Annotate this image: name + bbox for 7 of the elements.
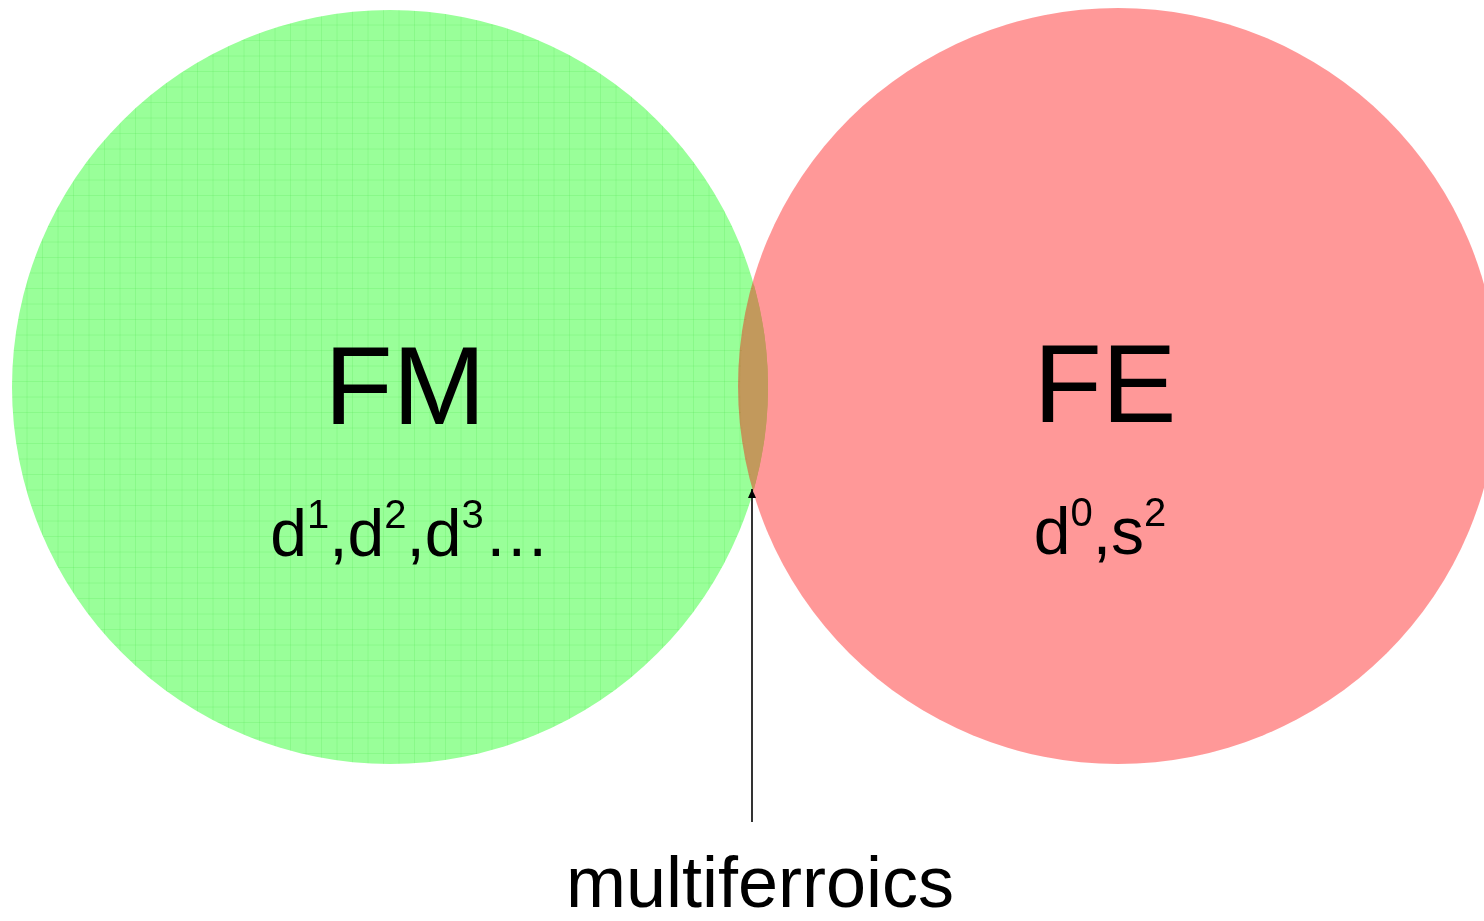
region-label: multiferroics: [565, 846, 955, 918]
electron-configuration: d$^{0}$,s$^{2}$: [1033, 498, 1167, 564]
circle-title: FE: [1033, 328, 1177, 440]
overlap-region: [739, 285, 769, 489]
circle-title: FM: [324, 330, 486, 442]
electron-configuration: d$^{1}$,d$^{2}$,d$^{3}$…: [270, 500, 550, 566]
leader-arrow: [748, 488, 756, 823]
